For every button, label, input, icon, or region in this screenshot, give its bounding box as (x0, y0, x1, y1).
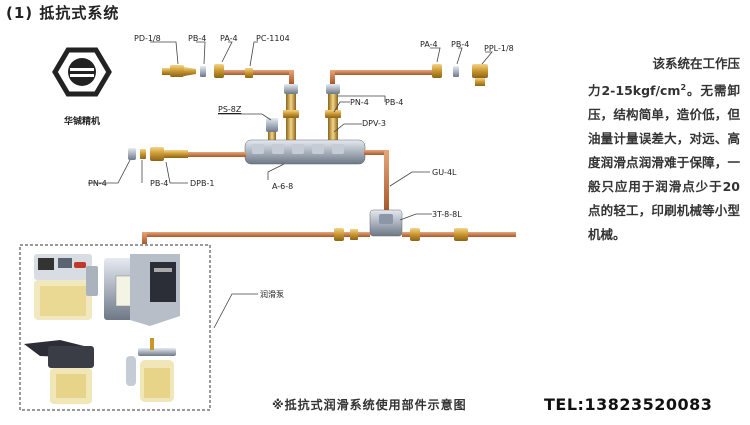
dpb-fitting (150, 147, 188, 161)
label-pn4-mid: PN-4 (350, 98, 369, 107)
dpv-valve-right (325, 84, 341, 140)
label-pb4-right: PB-4 (451, 40, 470, 49)
page-title: (1) 抵抗式系统 (6, 4, 120, 22)
label-pd18: PD-1/8 (134, 34, 161, 43)
label-dpv3: DPV-3 (362, 119, 386, 128)
fitting-right-1 (410, 228, 420, 241)
pn4-fitting-left (128, 148, 136, 160)
description-line2b: 。无需 (686, 83, 728, 99)
pb4-fitting-right (453, 66, 459, 77)
pipe-left (188, 152, 246, 157)
manifold-block (244, 139, 366, 165)
description-rest: 卸压，结构简单，造价低，但油量计量误差大，对远、高度润滑点润滑难于保障，一般只应… (588, 83, 740, 243)
pipe-top-right (330, 70, 440, 84)
dpv-valve-left (283, 84, 299, 140)
pa4-nut-top (214, 64, 224, 78)
label-pn4-left: PN-4 (88, 179, 107, 188)
label-3t: 3T-8-8L (432, 210, 462, 219)
tee-3t-fitting (369, 209, 403, 237)
description-line1: 该系统在工作压 (652, 56, 740, 71)
label-pb4-mid: PB-4 (385, 98, 404, 107)
pb4-fitting-left (140, 149, 146, 159)
label-dpb1: DPB-1 (190, 179, 215, 188)
logo-text: 华铖精机 (64, 117, 101, 127)
label-pa4-top: PA-4 (220, 34, 238, 43)
pd-nozzle-fitting (162, 65, 196, 77)
figure-caption: ※抵抗式润滑系统使用部件示意图 (272, 398, 467, 412)
description-text: 该系统在工作压 力2-15kgf/cm2。无需卸压，结构简单，造价低，但油量计量… (588, 52, 740, 247)
pipe-to-3t (364, 150, 389, 210)
telephone: TEL:13823520083 (544, 395, 713, 414)
ppl-elbow-fitting (472, 64, 488, 86)
label-a68: A-6-8 (272, 182, 294, 191)
pump-motor-2 (104, 254, 180, 326)
pb4-fitting-top (200, 66, 206, 77)
hex-nut-logo-icon (52, 47, 112, 97)
label-ppl18: PPL-1/8 (484, 44, 514, 53)
ps8z-plug (266, 118, 278, 140)
pump-hand-3 (24, 340, 94, 404)
label-gu4l: GU-4L (432, 168, 457, 177)
pump-lever-4 (126, 338, 176, 402)
pump-electric-1 (34, 254, 98, 320)
pipe-sleeve (245, 68, 253, 78)
pa4-nut-right (432, 64, 442, 78)
leader-lines (88, 41, 493, 329)
fitting-mid-1 (334, 228, 344, 241)
label-pb4-top: PB-4 (188, 34, 207, 43)
fitting-right-2 (454, 228, 468, 241)
label-pump: 润滑泵 (260, 290, 284, 299)
pipe-top-left (224, 70, 294, 84)
fitting-mid-2 (350, 229, 358, 240)
description-sup: 2 (680, 83, 687, 92)
description-line2a: 力2-15kgf/cm (588, 83, 681, 99)
label-pa4-right: PA-4 (420, 40, 438, 49)
pump-group-box (19, 244, 211, 411)
label-pb4-left: PB-4 (150, 179, 169, 188)
label-ps8z: PS-8Z (218, 105, 242, 114)
label-pc1104: PC-1104 (256, 34, 290, 43)
